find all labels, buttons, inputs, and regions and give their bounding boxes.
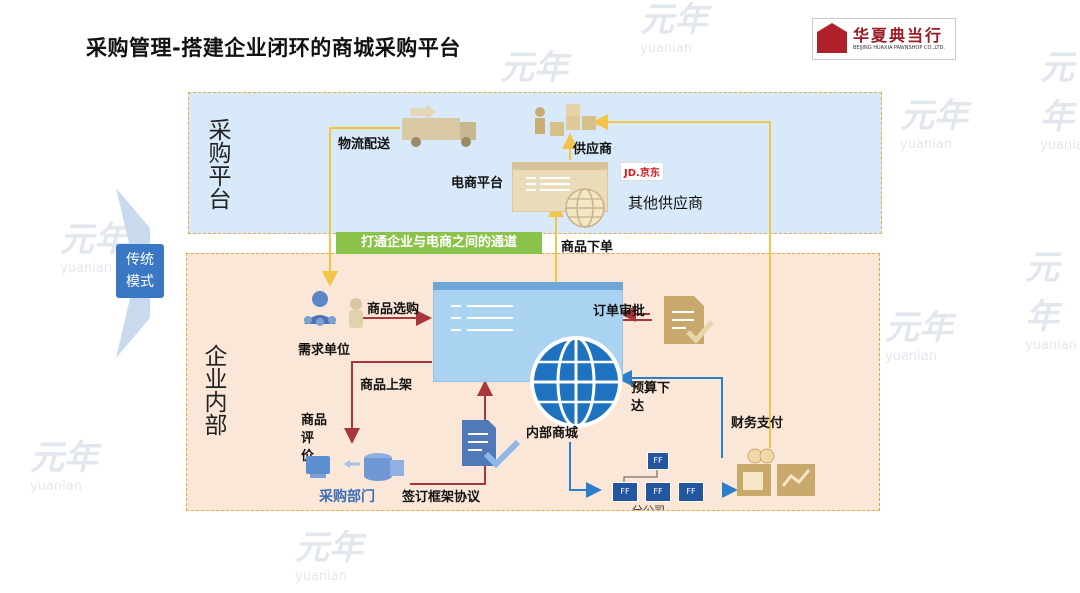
branch-box: FF bbox=[612, 482, 638, 502]
branch-box: FF bbox=[678, 482, 704, 502]
goods-selection-label: 商品选购 bbox=[367, 302, 420, 317]
jd-logo: JD.京东 bbox=[620, 162, 664, 181]
logistics-label: 物流配送 bbox=[338, 137, 391, 152]
agreement-document-icon bbox=[462, 420, 521, 469]
mall-globe-icon bbox=[530, 336, 622, 428]
supplier-label: 供应商 bbox=[573, 142, 613, 157]
platform-region-label: 采购平台 bbox=[208, 118, 232, 213]
finance-icon bbox=[737, 448, 815, 496]
sign-agreement-label: 签订框架协议 bbox=[402, 490, 481, 505]
demand-unit-label: 需求单位 bbox=[298, 343, 351, 358]
internal-mall-label: 内部商城 bbox=[526, 426, 579, 441]
traditional-mode-button[interactable]: 传统模式 bbox=[116, 244, 164, 298]
goods-listing-label: 商品上架 bbox=[360, 378, 413, 393]
other-suppliers-label: 其他供应商 bbox=[628, 194, 704, 212]
branch-label: 分公司 bbox=[632, 502, 665, 510]
internal-region-label: 企业内部 bbox=[204, 344, 228, 439]
budget-label: 预算下达 bbox=[631, 381, 671, 414]
purchasing-dept-label: 采购部门 bbox=[319, 489, 375, 505]
page-title: 采购管理-搭建企业闭环的商城采购平台 bbox=[86, 36, 461, 60]
logo-name-en: BEIJING HUAXIA PAWNSHOP CO.,LTD. bbox=[853, 45, 945, 51]
order-goods-label: 商品下单 bbox=[561, 240, 614, 255]
purchasing-dept-icon bbox=[306, 453, 404, 481]
branch-box: FF bbox=[645, 482, 671, 502]
branch-box-top: FF bbox=[647, 452, 669, 470]
finance-payment-label: 财务支付 bbox=[731, 416, 784, 431]
ecommerce-label: 电商平台 bbox=[451, 176, 504, 191]
document-approval-icon bbox=[664, 296, 714, 344]
logo-name-cn: 华夏典当行 bbox=[853, 26, 944, 45]
company-logo: 华夏典当行 BEIJING HUAXIA PAWNSHOP CO.,LTD. bbox=[812, 18, 956, 60]
truck-icon bbox=[402, 104, 476, 147]
globe-icon bbox=[565, 188, 605, 228]
supplier-boxes-icon bbox=[535, 104, 596, 136]
order-approval-label: 订单审批 bbox=[593, 304, 646, 319]
side-chevron-icon bbox=[116, 188, 150, 358]
people-group-icon bbox=[304, 291, 363, 328]
channel-banner: 打通企业与电商之间的通道 bbox=[336, 232, 542, 254]
